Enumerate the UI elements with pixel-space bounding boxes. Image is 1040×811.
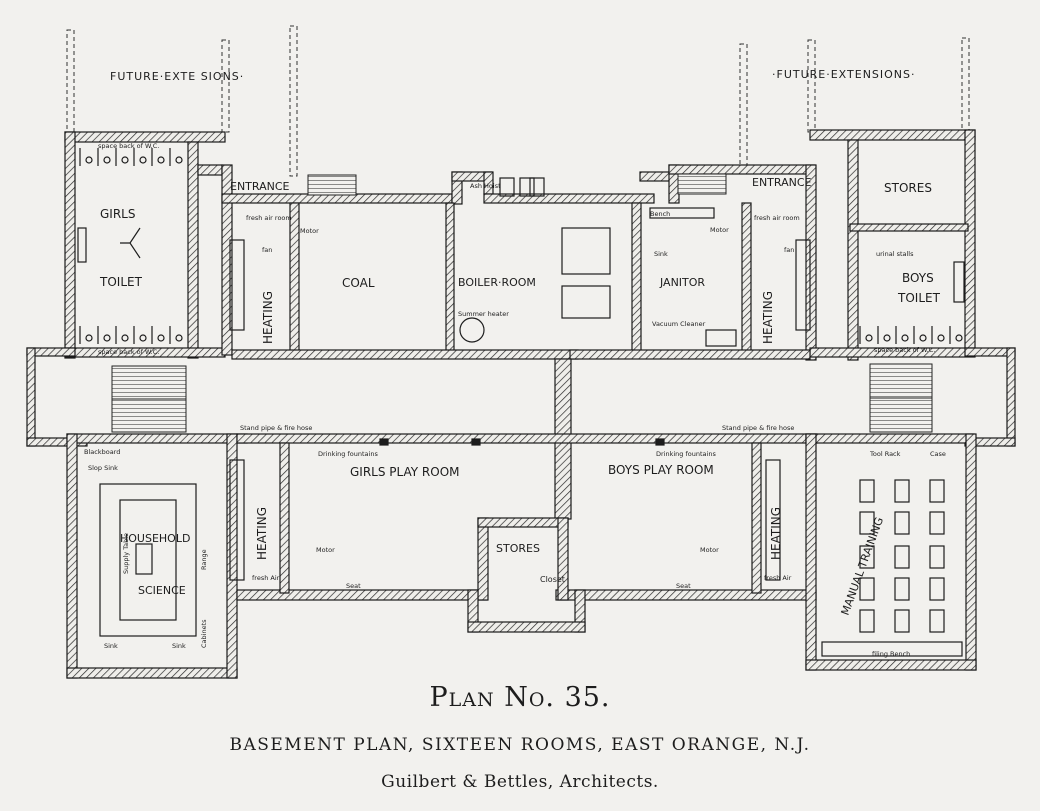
case-label: Case (930, 450, 946, 458)
entrance-left-label: ENTRANCE (230, 180, 290, 193)
motor-label-se: Motor (700, 546, 719, 554)
heating-label-nw: HEATING (261, 291, 275, 344)
plan-subtitle: BASEMENT PLAN, SIXTEEN ROOMS, EAST ORANG… (229, 735, 811, 755)
ash-hoist-label: Ash Hoist (470, 182, 501, 190)
seat-label-right: Seat (676, 582, 691, 590)
walls (26, 129, 1016, 679)
vacuum-cleaner-label: Vacuum Cleaner (652, 320, 706, 328)
motor-label-nw: Motor (300, 227, 319, 235)
range-label: Range (200, 549, 208, 570)
heating-label-ne: HEATING (761, 291, 775, 344)
sink-label: Sink (654, 250, 668, 258)
urinal-stalls-label: urinal stalls (876, 250, 914, 258)
stairs (111, 173, 933, 433)
manual-training-label: MANUAL TRAINING (839, 515, 887, 617)
stores-northeast-label: STORES (884, 181, 932, 195)
motor-label-ne: Motor (710, 226, 729, 234)
slop-sink-label: Slop Sink (88, 464, 118, 472)
fresh-air-room-label-right: fresh air room (754, 214, 800, 222)
space-back-wc-label-3: space back of W.C. (874, 346, 935, 354)
drinking-fountains-label-left: Drinking fountains (318, 450, 378, 458)
entrance-right-label: ENTRANCE (752, 176, 812, 189)
girls-toilet-label-2: TOILET (99, 275, 143, 289)
blackboard-label: Blackboard (84, 448, 120, 456)
fan-label-nw: fan (262, 246, 272, 254)
cabinets-label: Cabinets (200, 619, 208, 648)
tool-rack-label: Tool Rack (869, 450, 901, 458)
summer-heater-label: Summer heater (458, 310, 509, 318)
boys-toilet-label-2: TOILET (897, 291, 941, 305)
space-back-wc-label-1: space back of W.C. (98, 142, 159, 150)
fresh-air-room-label-left: fresh air room (246, 214, 292, 222)
girls-toilet-label: GIRLS (100, 207, 135, 221)
architects-credit: Guilbert & Bettles, Architects. (381, 772, 659, 792)
future-extension-lines (66, 25, 970, 177)
stand-pipe-label-left: Stand pipe & fire hose (240, 424, 312, 432)
household-science-label: HOUSEHOLD (120, 532, 190, 545)
filing-bench-label: filing Bench (872, 650, 910, 658)
space-back-wc-label-2: space back of W.C. (98, 348, 159, 356)
motor-label-sw: Motor (316, 546, 335, 554)
sink-label-hs-1: Sink (104, 642, 118, 650)
bench-label: Bench (650, 210, 670, 218)
girls-play-room-label: GIRLS PLAY ROOM (350, 465, 460, 479)
heating-label-sw: HEATING (255, 507, 269, 560)
drinking-fountains-label-right: Drinking fountains (656, 450, 716, 458)
heating-label-se: HEATING (769, 507, 783, 560)
coal-room-label: COAL (342, 276, 375, 290)
fresh-air-label-left: fresh Air (252, 574, 280, 582)
sink-label-hs-2: Sink (172, 642, 186, 650)
boiler-room-label: BOILER·ROOM (458, 276, 536, 289)
seat-label-left: Seat (346, 582, 361, 590)
stores-center-label: STORES (496, 542, 540, 555)
closet-label: Closet (540, 575, 565, 584)
fan-label-ne: fan (784, 246, 794, 254)
future-extension-right-label: ·FUTURE·EXTENSIONS· (772, 68, 916, 81)
supply-table-label: Supply Table (122, 533, 130, 574)
household-science-label-2: SCIENCE (138, 584, 186, 597)
fixtures (77, 148, 965, 657)
plan-title: Plan No. 35. (429, 682, 611, 713)
janitor-room-label: JANITOR (659, 276, 705, 289)
boys-play-room-label: BOYS PLAY ROOM (608, 463, 714, 477)
boys-toilet-label: BOYS (902, 271, 934, 285)
fresh-air-label-right: fresh Air (764, 574, 792, 582)
stand-pipe-label-right: Stand pipe & fire hose (722, 424, 794, 432)
future-extension-left-label: FUTURE·EXTE SIONS· (110, 70, 244, 83)
